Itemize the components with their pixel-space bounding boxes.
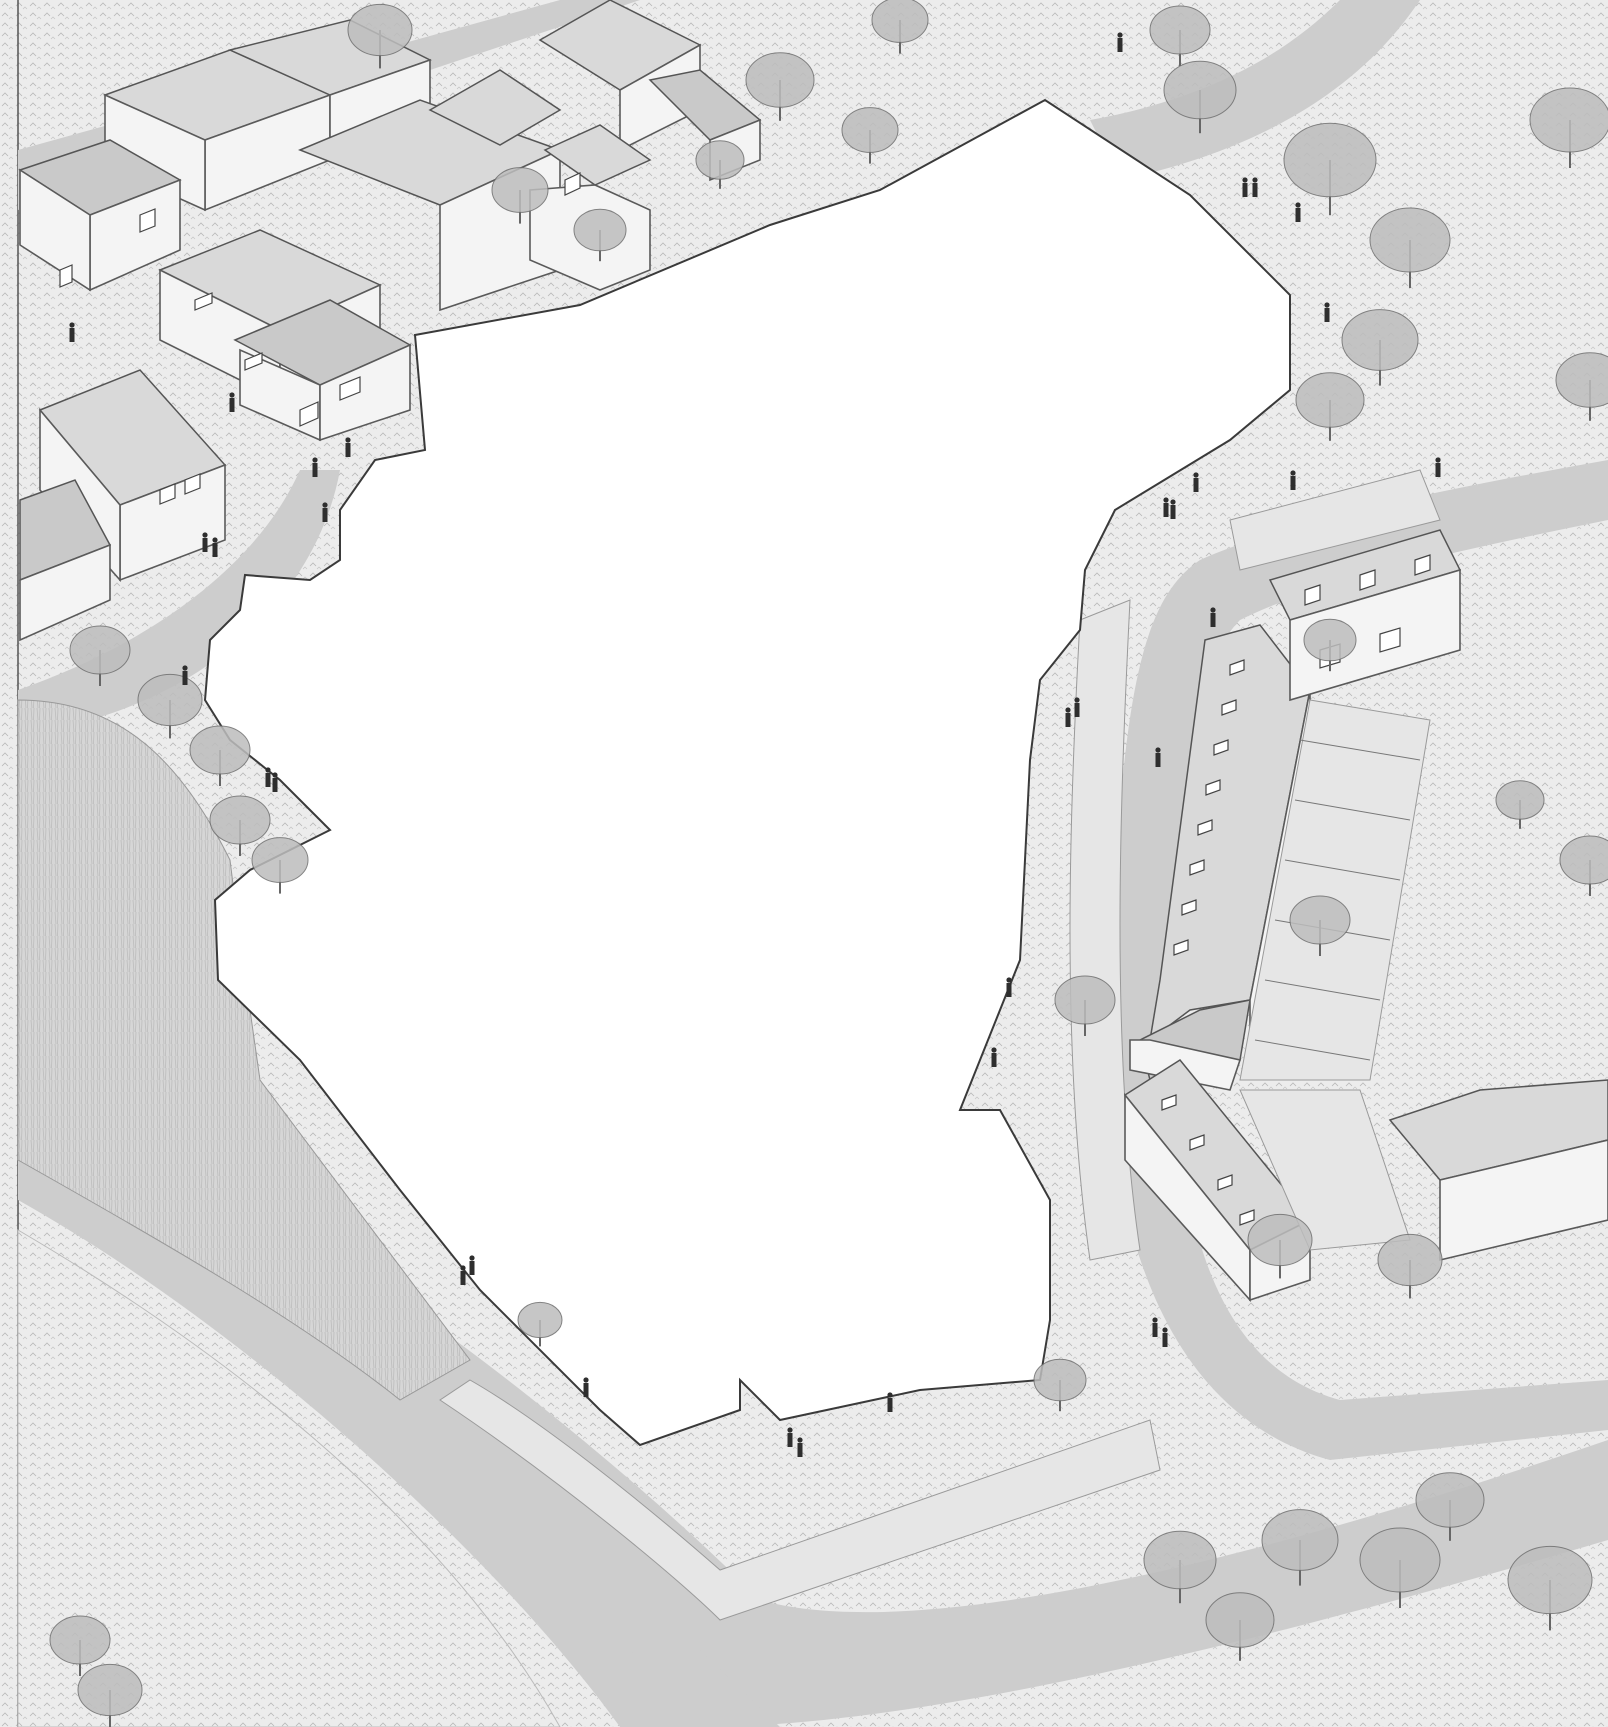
tree <box>137 673 203 739</box>
tree <box>1341 309 1419 386</box>
person-figure <box>202 532 208 552</box>
back-gardens-east <box>1239 699 1608 1262</box>
tree <box>1295 372 1365 441</box>
person-figure <box>1006 977 1012 997</box>
tree <box>1054 975 1116 1036</box>
person-figure <box>1435 457 1441 477</box>
tree <box>1359 1527 1441 1608</box>
person-figure <box>991 1047 997 1067</box>
tree <box>1369 207 1451 288</box>
tree <box>1303 618 1357 672</box>
person-figure <box>1210 607 1216 627</box>
tree <box>1261 1509 1339 1586</box>
tree <box>1289 895 1351 956</box>
person-figure <box>469 1255 475 1275</box>
tree <box>347 3 413 69</box>
person-figure <box>345 437 351 457</box>
grass-southwest <box>17 1229 561 1727</box>
person-figure <box>272 772 278 792</box>
tree <box>77 1663 143 1727</box>
tree <box>745 52 815 121</box>
tree <box>1205 1592 1275 1661</box>
person-figure <box>1152 1317 1158 1337</box>
site-parcel <box>203 98 1291 1447</box>
tree <box>1163 60 1237 134</box>
person-figure <box>182 665 188 685</box>
tree <box>69 625 131 686</box>
person-figure <box>1242 177 1248 197</box>
person-figure <box>1074 697 1080 717</box>
person-figure <box>1155 747 1161 767</box>
tree <box>1507 1545 1593 1631</box>
person-figure <box>1065 707 1071 727</box>
tree <box>1149 5 1211 66</box>
person-figure <box>460 1265 466 1285</box>
tree <box>49 1615 111 1676</box>
person-figure <box>1117 32 1123 52</box>
tree <box>1247 1213 1313 1279</box>
person-figure <box>797 1437 803 1457</box>
tree <box>1555 352 1608 421</box>
person-figure <box>1193 472 1199 492</box>
person-figure <box>1290 470 1296 490</box>
person-figure <box>583 1377 589 1397</box>
tree <box>189 725 251 786</box>
tree <box>1377 1233 1443 1299</box>
person-figure <box>1295 202 1301 222</box>
person-figure <box>212 537 218 557</box>
person-figure <box>787 1427 793 1447</box>
person-figure <box>312 457 318 477</box>
tree <box>209 795 271 856</box>
tree <box>1283 122 1377 216</box>
tree <box>491 167 549 224</box>
person-figure <box>322 502 328 522</box>
person-figure <box>265 767 271 787</box>
pavement-east-strip <box>1069 599 1141 1261</box>
person-figure <box>69 322 75 342</box>
tree <box>573 208 627 262</box>
trees <box>49 0 1608 1727</box>
tree <box>695 140 745 189</box>
tree <box>841 107 899 164</box>
tree <box>1529 87 1608 168</box>
road-northeast <box>1090 0 1420 180</box>
pavement-northeast-plaza <box>1229 469 1441 571</box>
person-figure <box>229 392 235 412</box>
tree <box>1143 1530 1217 1604</box>
tree <box>517 1301 563 1347</box>
person-figure <box>1162 1327 1168 1347</box>
person-figure <box>887 1392 893 1412</box>
tree <box>871 0 929 54</box>
pavement-south <box>439 1379 1161 1621</box>
tree <box>1415 1472 1485 1541</box>
person-figure <box>1324 302 1330 322</box>
tree <box>1033 1358 1087 1412</box>
people <box>69 32 1441 1457</box>
tree <box>251 837 309 894</box>
road-south-spur <box>630 1650 780 1727</box>
tree <box>1559 835 1608 896</box>
grass-field-west <box>17 699 471 1401</box>
person-figure <box>1163 497 1169 517</box>
person-figure <box>1252 177 1258 197</box>
person-figure <box>1170 499 1176 519</box>
tree <box>1495 780 1545 829</box>
